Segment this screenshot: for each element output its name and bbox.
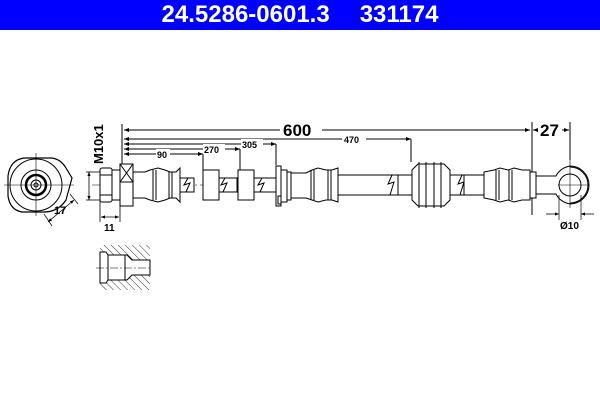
section-view-port (96, 245, 151, 290)
dim-fitting-length: 11 (104, 223, 115, 234)
dim-hex-width: 17 (54, 205, 66, 217)
dim-90: 90 (157, 150, 167, 160)
dim-bg-27 (538, 121, 562, 137)
dimension-lines (121, 122, 571, 215)
fitting-length-dim (99, 200, 121, 222)
dim-eye-offset: 27 (540, 121, 559, 140)
dim-bg-470 (342, 134, 366, 144)
dim-270: 270 (204, 145, 219, 155)
part-number: 24.5286-0601.3 (161, 1, 330, 28)
technical-drawing: 17 600 27 470 305 270 90 M10x1 (4, 121, 594, 290)
side-view-brake-hose (92, 160, 590, 220)
end-view-hex-fitting (4, 153, 79, 227)
dim-bg-600 (280, 121, 322, 137)
title-bar: 24.5286-0601.3 331174 (0, 0, 600, 30)
dim-thread: M10x1 (91, 124, 106, 164)
dim-470: 470 (344, 135, 359, 145)
reference-number: 331174 (359, 1, 439, 28)
thread-dim-lines (86, 171, 102, 201)
dim-bg-90 (156, 149, 170, 159)
dim-eye-diameter: Ø10 (560, 221, 579, 232)
dim-305: 305 (242, 140, 257, 150)
dim-total-length: 600 (283, 121, 311, 140)
dim-bg-270 (203, 144, 225, 154)
dim-bg-305 (241, 139, 263, 149)
